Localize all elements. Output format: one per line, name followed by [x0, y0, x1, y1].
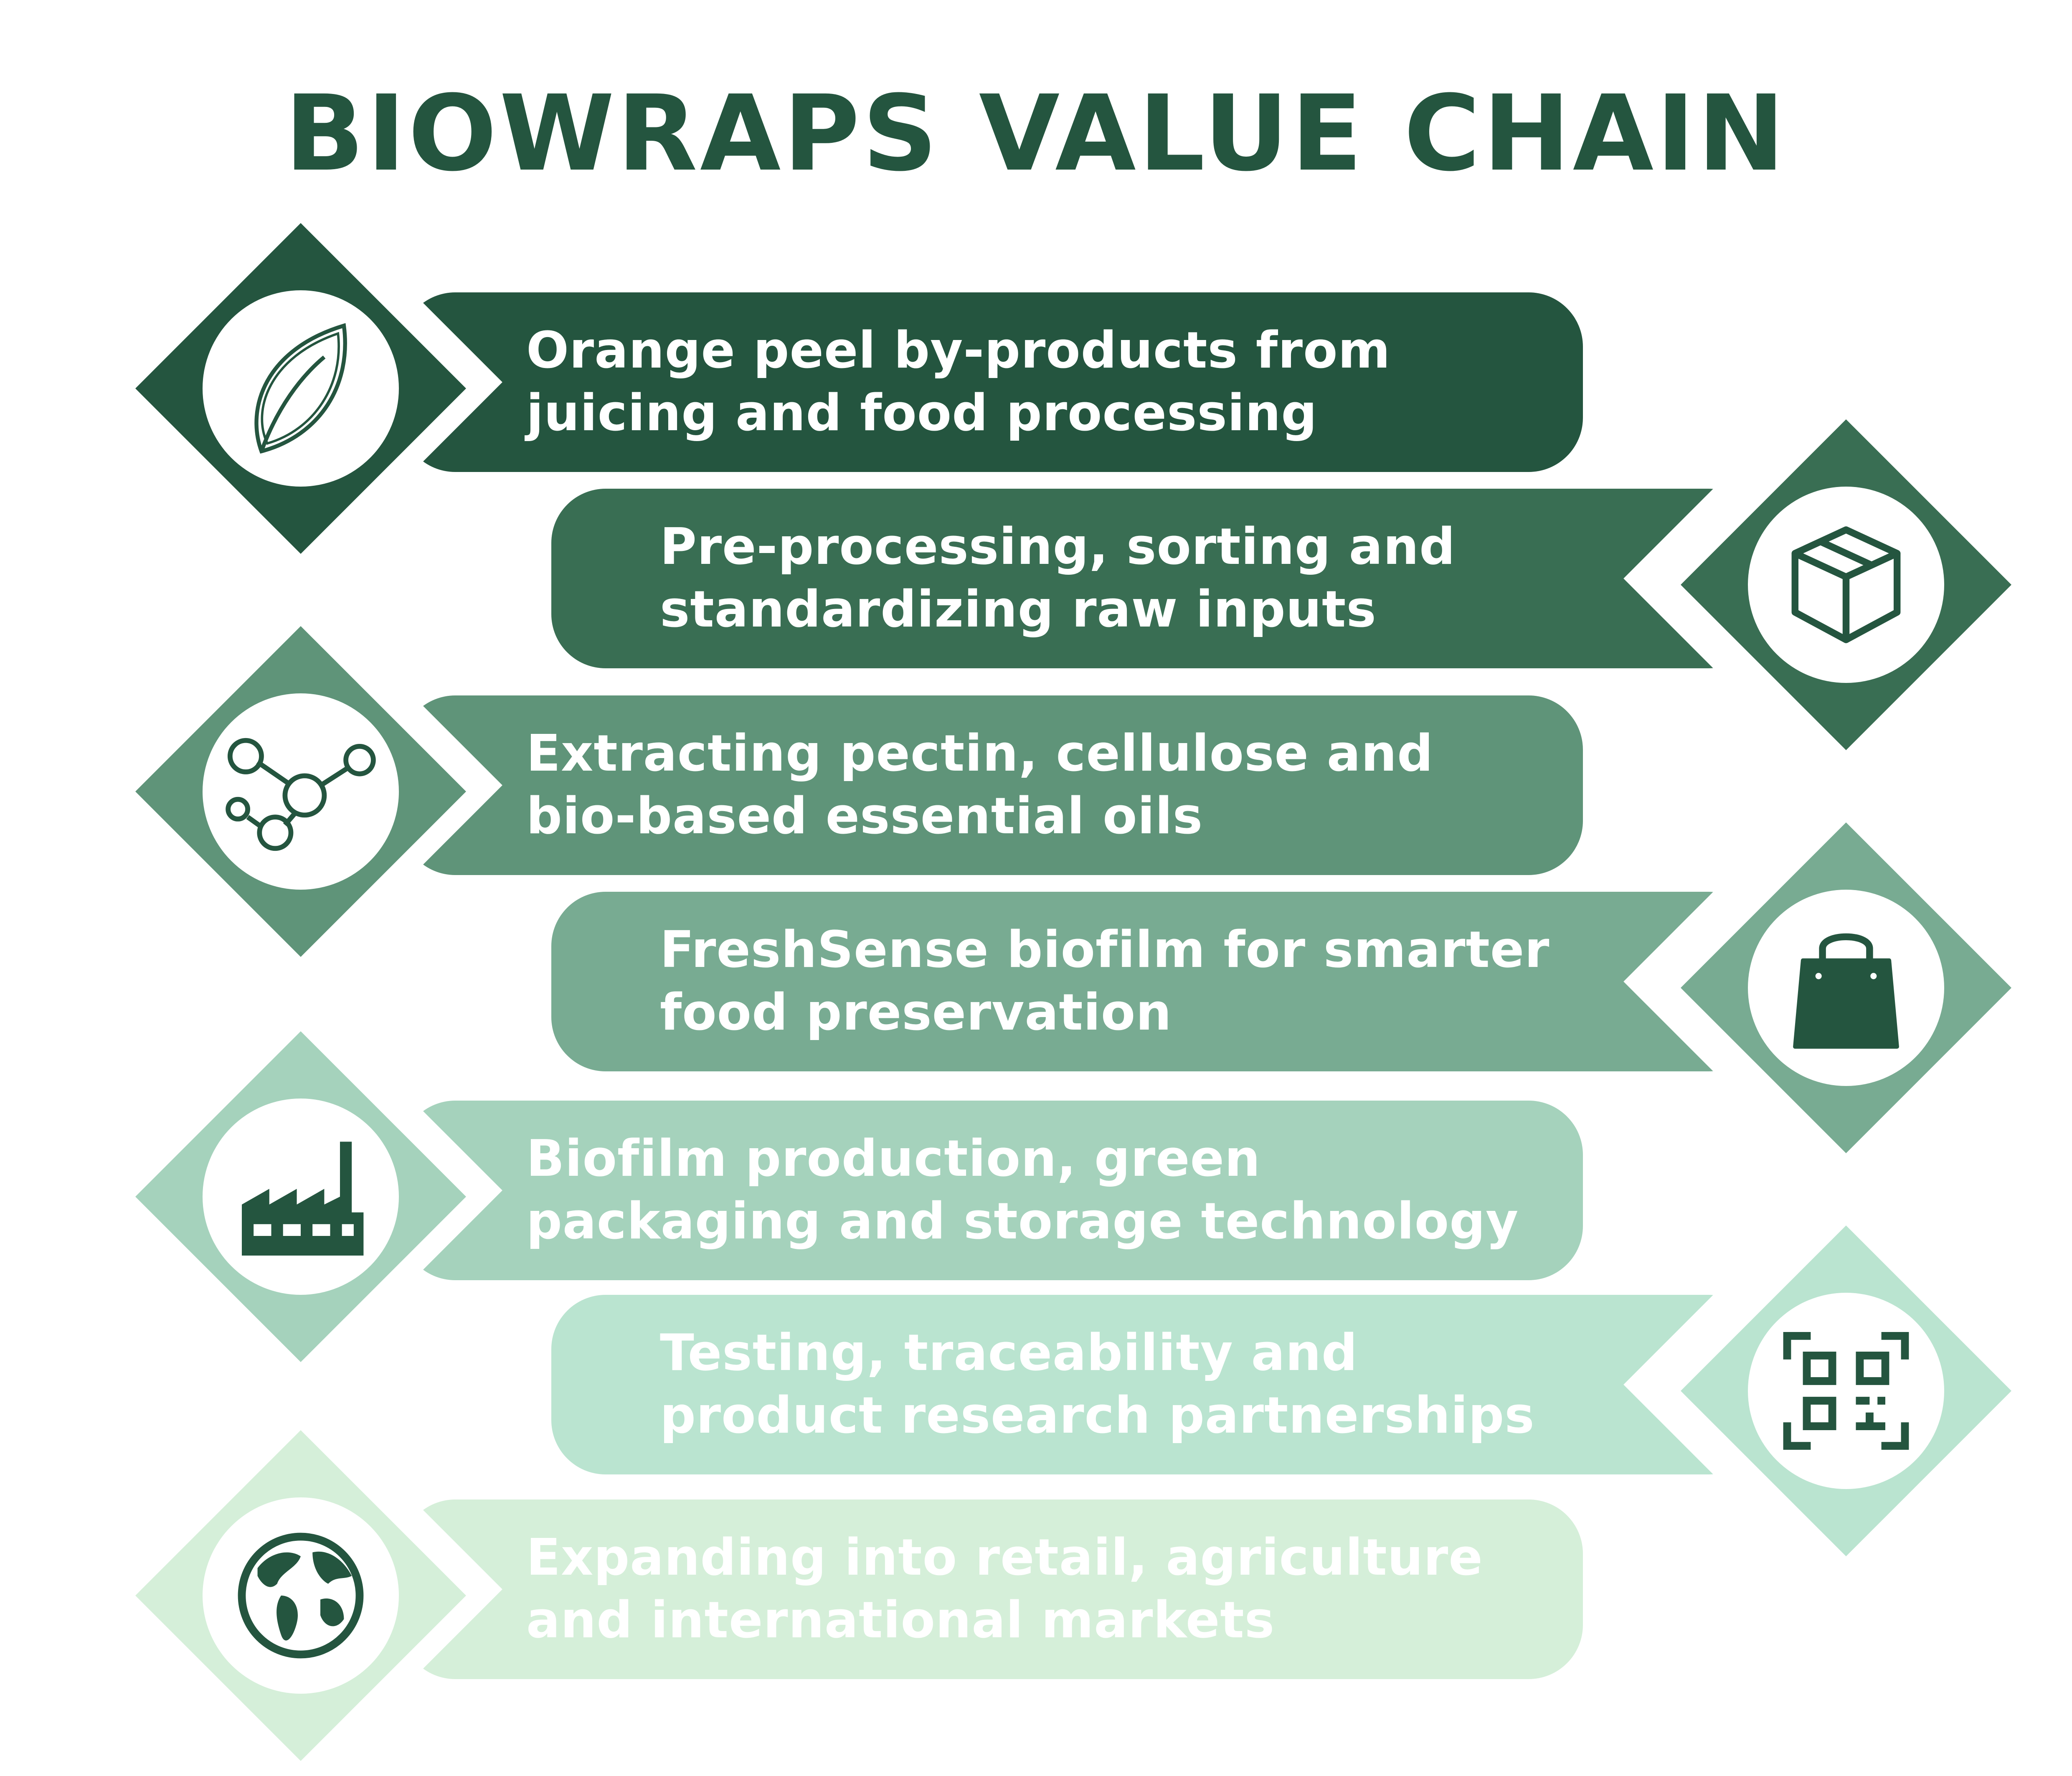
value-chain-step-6: Testing, traceability and product resear…: [0, 1224, 2072, 1558]
step-label: Testing, traceability and product resear…: [660, 1324, 1535, 1445]
icon-circle: [1748, 487, 1944, 683]
factory-icon: [242, 1142, 364, 1256]
molecule-icon: [226, 738, 376, 851]
icon-circle: [203, 1497, 399, 1694]
step-band: [401, 1101, 1583, 1280]
shopping-bag-icon: [1793, 933, 1899, 1049]
step-band: [551, 489, 1763, 668]
icon-circle: [203, 1099, 399, 1295]
leaf-icon: [254, 323, 347, 454]
step-band: [401, 695, 1583, 875]
icon-circle: [203, 693, 399, 890]
value-chain-step-7: Expanding into retail, agriculture and i…: [0, 1428, 2072, 1763]
value-chain-step-4: FreshSense biofilm for smarter food pres…: [0, 821, 2072, 1155]
step-band: [401, 1499, 1583, 1679]
step-label: Expanding into retail, agriculture and i…: [526, 1529, 1483, 1649]
step-label: Extracting pectin, cellulose and bio-bas…: [526, 725, 1434, 845]
value-chain-step-2: Pre-processing, sorting and standardizin…: [0, 418, 2072, 752]
icon-circle: [1748, 890, 1944, 1086]
step-label: Pre-processing, sorting and standardizin…: [660, 518, 1456, 639]
value-chain-step-1: Orange peel by-products from juicing and…: [0, 221, 2072, 556]
step-label: FreshSense biofilm for smarter food pres…: [660, 921, 1550, 1042]
value-chain-step-5: Biofilm production, green packaging and …: [0, 1030, 2072, 1364]
icon-circle: [1748, 1293, 1944, 1489]
globe-icon: [238, 1532, 364, 1659]
icon-circle: [203, 290, 399, 487]
page-title: BIOWRAPS VALUE CHAIN: [284, 73, 1788, 194]
box-icon: [1791, 526, 1901, 643]
step-band: [551, 1295, 1763, 1474]
value-chain-step-3: Extracting pectin, cellulose and bio-bas…: [0, 624, 2072, 959]
step-band: [551, 892, 1763, 1071]
step-label: Orange peel by-products from juicing and…: [526, 322, 1391, 442]
qr-code-icon: [1783, 1332, 1909, 1450]
step-band: [401, 292, 1583, 472]
step-label: Biofilm production, green packaging and …: [526, 1130, 1519, 1251]
